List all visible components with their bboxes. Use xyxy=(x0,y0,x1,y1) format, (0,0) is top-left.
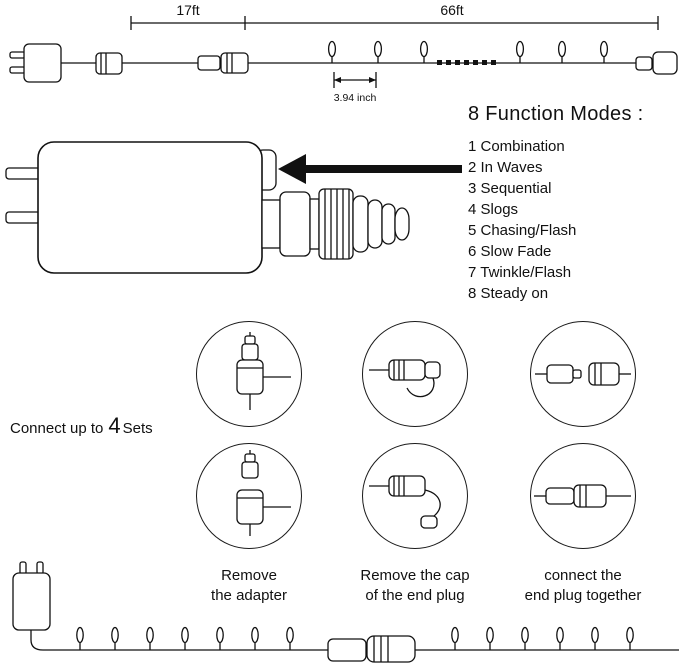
end-plug-icon xyxy=(635,51,678,75)
bulb-icon xyxy=(327,40,337,63)
remove-adapter-illustration-attached xyxy=(236,332,291,410)
power-plug-icon xyxy=(12,561,51,631)
bulb-icon xyxy=(76,626,84,650)
bulb-icon xyxy=(419,40,429,63)
bulb-icon xyxy=(515,40,525,63)
bulb-icon xyxy=(216,626,224,650)
adapter-barrel-icon xyxy=(95,52,123,75)
connect-prefix: Connect up to xyxy=(10,420,104,437)
connector-pair-icon xyxy=(197,52,249,74)
mode-item: 1 Combination xyxy=(468,138,565,155)
mode-item: 2 In Waves xyxy=(468,159,543,176)
bulb-icon xyxy=(111,626,119,650)
string-light-bottom-diagram xyxy=(12,561,679,663)
function-modes-panel: 8 Function Modes : 1 Combination 2 In Wa… xyxy=(468,103,674,304)
bulb-icon xyxy=(251,626,259,650)
caption-line: of the end plug xyxy=(365,587,465,604)
bulb-icon xyxy=(557,40,567,63)
bulb-icon xyxy=(556,626,564,650)
power-plug-icon xyxy=(9,43,62,83)
caption-line: Remove the cap xyxy=(360,567,470,584)
bulb-icon xyxy=(451,626,459,650)
string-light-top-diagram: 17ft 66ft xyxy=(9,2,678,104)
plugs-apart-illustration xyxy=(535,362,631,386)
caption-connect-plugs: connect the end plug together xyxy=(498,566,668,606)
mode-item: 3 Sequential xyxy=(468,180,552,197)
end-plug-cap-on-illustration xyxy=(369,359,441,398)
dimension-lines xyxy=(130,16,659,30)
caption-remove-adapter: Remove the adapter xyxy=(164,566,334,606)
mode-button-arrow xyxy=(278,154,462,184)
length-66ft-label: 66ft xyxy=(440,2,463,18)
bulb-icon xyxy=(626,626,634,650)
step-remove-cap-after xyxy=(362,443,468,549)
function-modes-title: 8 Function Modes : xyxy=(468,103,644,125)
mode-item: 6 Slow Fade xyxy=(468,243,552,260)
bulb-icon xyxy=(286,626,294,650)
adapter-detail-diagram xyxy=(5,141,462,274)
caption-remove-cap: Remove the cap of the end plug xyxy=(330,566,500,606)
caption-line: Remove xyxy=(221,567,277,584)
connector-pair-icon xyxy=(327,635,416,663)
caption-line: connect the xyxy=(544,567,622,584)
bulb-icon xyxy=(591,626,599,650)
mode-item: 7 Twinkle/Flash xyxy=(468,264,572,281)
step-remove-adapter-after xyxy=(196,443,302,549)
bulb-spacing-label: 3.94 inch xyxy=(334,92,377,104)
continuation-dots xyxy=(437,60,496,65)
plugs-joined-illustration xyxy=(534,484,631,508)
caption-line: end plug together xyxy=(524,587,642,604)
bulb-icon xyxy=(521,626,529,650)
step-remove-adapter-before xyxy=(196,321,302,427)
adapter-body xyxy=(5,141,263,274)
connect-count: 4 xyxy=(108,413,121,438)
caption-line: the adapter xyxy=(211,587,287,604)
function-modes-list: 1 Combination 2 In Waves 3 Sequential 4 … xyxy=(468,136,674,304)
step-remove-cap-before xyxy=(362,321,468,427)
bulb-icon xyxy=(373,40,383,63)
remove-adapter-illustration-separated xyxy=(236,450,291,536)
end-plug-cap-off-illustration xyxy=(369,475,441,529)
mode-item: 8 Steady on xyxy=(468,285,549,302)
bulb-spacing-dimension xyxy=(333,72,377,88)
adapter-plug-stack xyxy=(261,188,410,260)
bulb-icon xyxy=(146,626,154,650)
connect-suffix: Sets xyxy=(122,420,153,437)
mode-item: 5 Chasing/Flash xyxy=(468,222,577,239)
bulb-icon xyxy=(599,40,609,63)
mode-item: 4 Slogs xyxy=(468,201,519,218)
step-connect-plugs-before xyxy=(530,321,636,427)
bulb-icon xyxy=(181,626,189,650)
wire xyxy=(30,630,328,651)
step-connect-plugs-after xyxy=(530,443,636,549)
length-17ft-label: 17ft xyxy=(176,2,199,18)
connect-sets-label: Connect up to 4 Sets xyxy=(10,413,153,439)
bulb-icon xyxy=(486,626,494,650)
